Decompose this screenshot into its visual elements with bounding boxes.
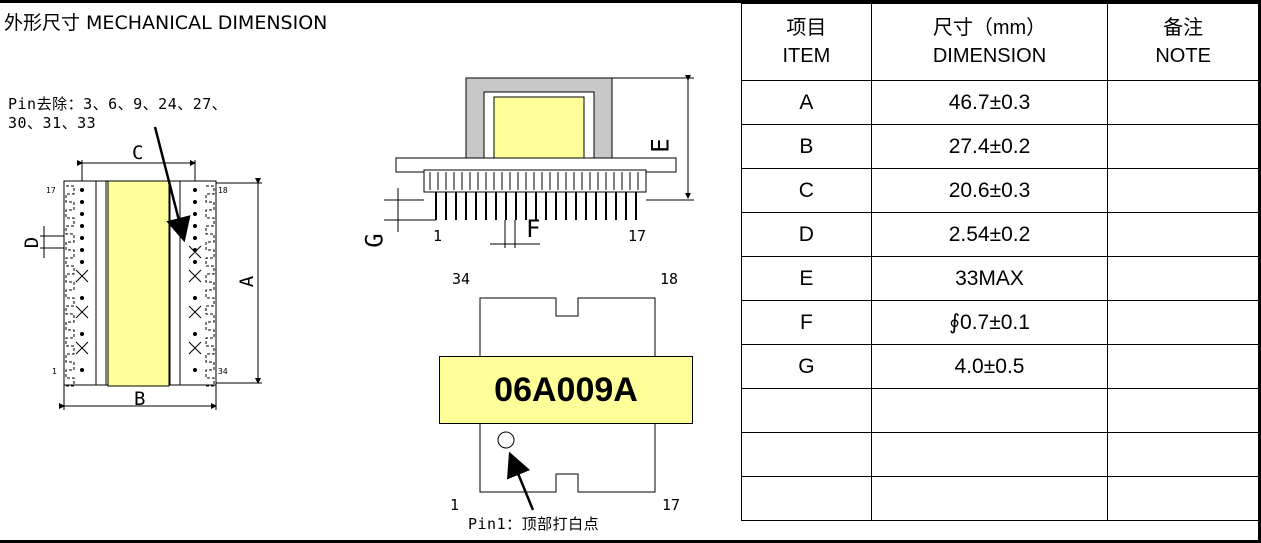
core-bottom-view bbox=[107, 180, 170, 387]
dim-label-a: A bbox=[236, 275, 259, 288]
header-item-en: ITEM bbox=[782, 45, 831, 67]
cell-dimension bbox=[870, 432, 1109, 477]
cell-item: A bbox=[741, 80, 872, 125]
cell-item bbox=[741, 432, 872, 477]
dim-label-c: C bbox=[132, 142, 144, 164]
cell-dimension: 33MAX bbox=[870, 256, 1109, 301]
cell-dimension: 4.0±0.5 bbox=[870, 344, 1109, 389]
pin1-dot bbox=[497, 431, 515, 449]
cell-dimension: 20.6±0.3 bbox=[870, 168, 1109, 213]
cell-note bbox=[1107, 388, 1259, 433]
cell-item: E bbox=[741, 256, 872, 301]
cell-note bbox=[1107, 300, 1259, 345]
side-view bbox=[384, 75, 694, 248]
pin-label-17-side-view: 17 bbox=[628, 227, 647, 245]
pin-label-1-side-view: 1 bbox=[433, 227, 443, 245]
pin-label-1-top-view: 1 bbox=[450, 496, 460, 514]
cell-dimension: 46.7±0.3 bbox=[870, 80, 1109, 125]
cell-note bbox=[1107, 344, 1259, 389]
pin-label-34-top-view: 34 bbox=[452, 270, 471, 288]
dim-label-f: F bbox=[526, 215, 541, 243]
pin-label-1-bottom-view: 1 bbox=[52, 367, 57, 376]
dim-label-d: D bbox=[21, 236, 44, 249]
dim-label-e: E bbox=[646, 138, 675, 153]
cell-note bbox=[1107, 168, 1259, 213]
table-row: F∮0.7±0.1 bbox=[741, 300, 1259, 345]
pin-label-17-top-view: 17 bbox=[662, 496, 681, 514]
cell-note bbox=[1107, 432, 1259, 477]
table-row bbox=[741, 432, 1259, 477]
header-note-cn: 备注 bbox=[1163, 17, 1204, 39]
cell-note bbox=[1107, 212, 1259, 257]
header-note-en: NOTE bbox=[1155, 45, 1211, 67]
table-row bbox=[741, 388, 1259, 433]
dim-label-b: B bbox=[134, 388, 146, 410]
cell-dimension bbox=[870, 388, 1109, 433]
cell-dimension: 2.54±0.2 bbox=[870, 212, 1109, 257]
cell-item: D bbox=[741, 212, 872, 257]
pins-removed-line2: 30、31、33 bbox=[8, 114, 97, 132]
part-number-label: 06A009A bbox=[439, 356, 693, 424]
bottom-view bbox=[40, 160, 262, 410]
header-dimension-cn: 尺寸（mm） bbox=[932, 17, 1047, 39]
pin-label-18-bottom-view: 18 bbox=[218, 186, 228, 195]
cell-note bbox=[1107, 80, 1259, 125]
pins-removed-note: Pin去除：3、6、9、24、27、 30、31、33 bbox=[8, 95, 227, 133]
pins-removed-arrow bbox=[153, 126, 191, 243]
header-item: 项目 ITEM bbox=[741, 3, 872, 81]
mechanical-drawing bbox=[40, 75, 694, 511]
cell-item: F bbox=[741, 300, 872, 345]
pin-label-34-bottom-view: 34 bbox=[218, 367, 228, 376]
pin1-arrow bbox=[506, 451, 535, 511]
cell-item bbox=[741, 476, 872, 521]
table-header-row: 项目 ITEM 尺寸（mm） DIMENSION 备注 NOTE bbox=[741, 3, 1259, 81]
pin-label-18-top-view: 18 bbox=[660, 270, 679, 288]
header-note: 备注 NOTE bbox=[1107, 3, 1259, 81]
cell-note bbox=[1107, 256, 1259, 301]
cell-item: B bbox=[741, 124, 872, 169]
cell-dimension: ∮0.7±0.1 bbox=[870, 300, 1109, 345]
core-side-view bbox=[493, 96, 585, 161]
cell-note bbox=[1107, 476, 1259, 521]
pin-label-17-bottom-view: 17 bbox=[46, 186, 56, 195]
cell-item: C bbox=[741, 168, 872, 213]
cell-note bbox=[1107, 124, 1259, 169]
cell-dimension bbox=[870, 476, 1109, 521]
pins-removed-line1: Pin去除：3、6、9、24、27、 bbox=[8, 95, 228, 113]
pin1-mark-note: Pin1：顶部打白点 bbox=[468, 515, 600, 533]
cell-item: G bbox=[741, 344, 872, 389]
cell-dimension: 27.4±0.2 bbox=[870, 124, 1109, 169]
cell-item bbox=[741, 388, 872, 433]
table-row bbox=[741, 476, 1259, 521]
header-dimension-en: DIMENSION bbox=[932, 45, 1047, 67]
header-dimension: 尺寸（mm） DIMENSION bbox=[870, 3, 1109, 81]
dim-label-g: G bbox=[360, 233, 389, 248]
header-item-cn: 项目 bbox=[786, 17, 827, 39]
page-title: 外形尺寸 MECHANICAL DIMENSION bbox=[4, 12, 328, 34]
